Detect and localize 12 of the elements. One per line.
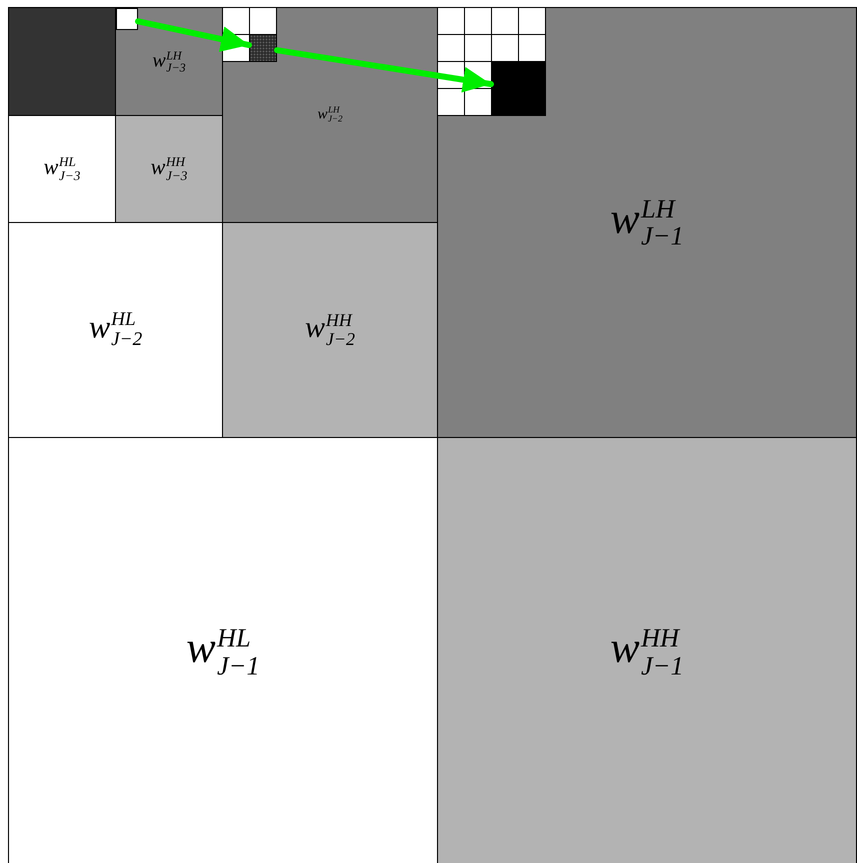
subband-box: [115, 115, 223, 223]
subband-box: [222, 7, 438, 223]
subband-box: [437, 7, 857, 438]
coefficient-square: [491, 61, 546, 116]
arrow: [135, 18, 252, 52]
subband-box: [115, 7, 223, 116]
coefficient-square: [249, 34, 277, 62]
coefficient-square: [116, 8, 138, 30]
arrow: [274, 47, 494, 93]
subband-box: [437, 437, 857, 863]
coefficient-square: [8, 7, 116, 116]
subband-box: [222, 222, 438, 438]
